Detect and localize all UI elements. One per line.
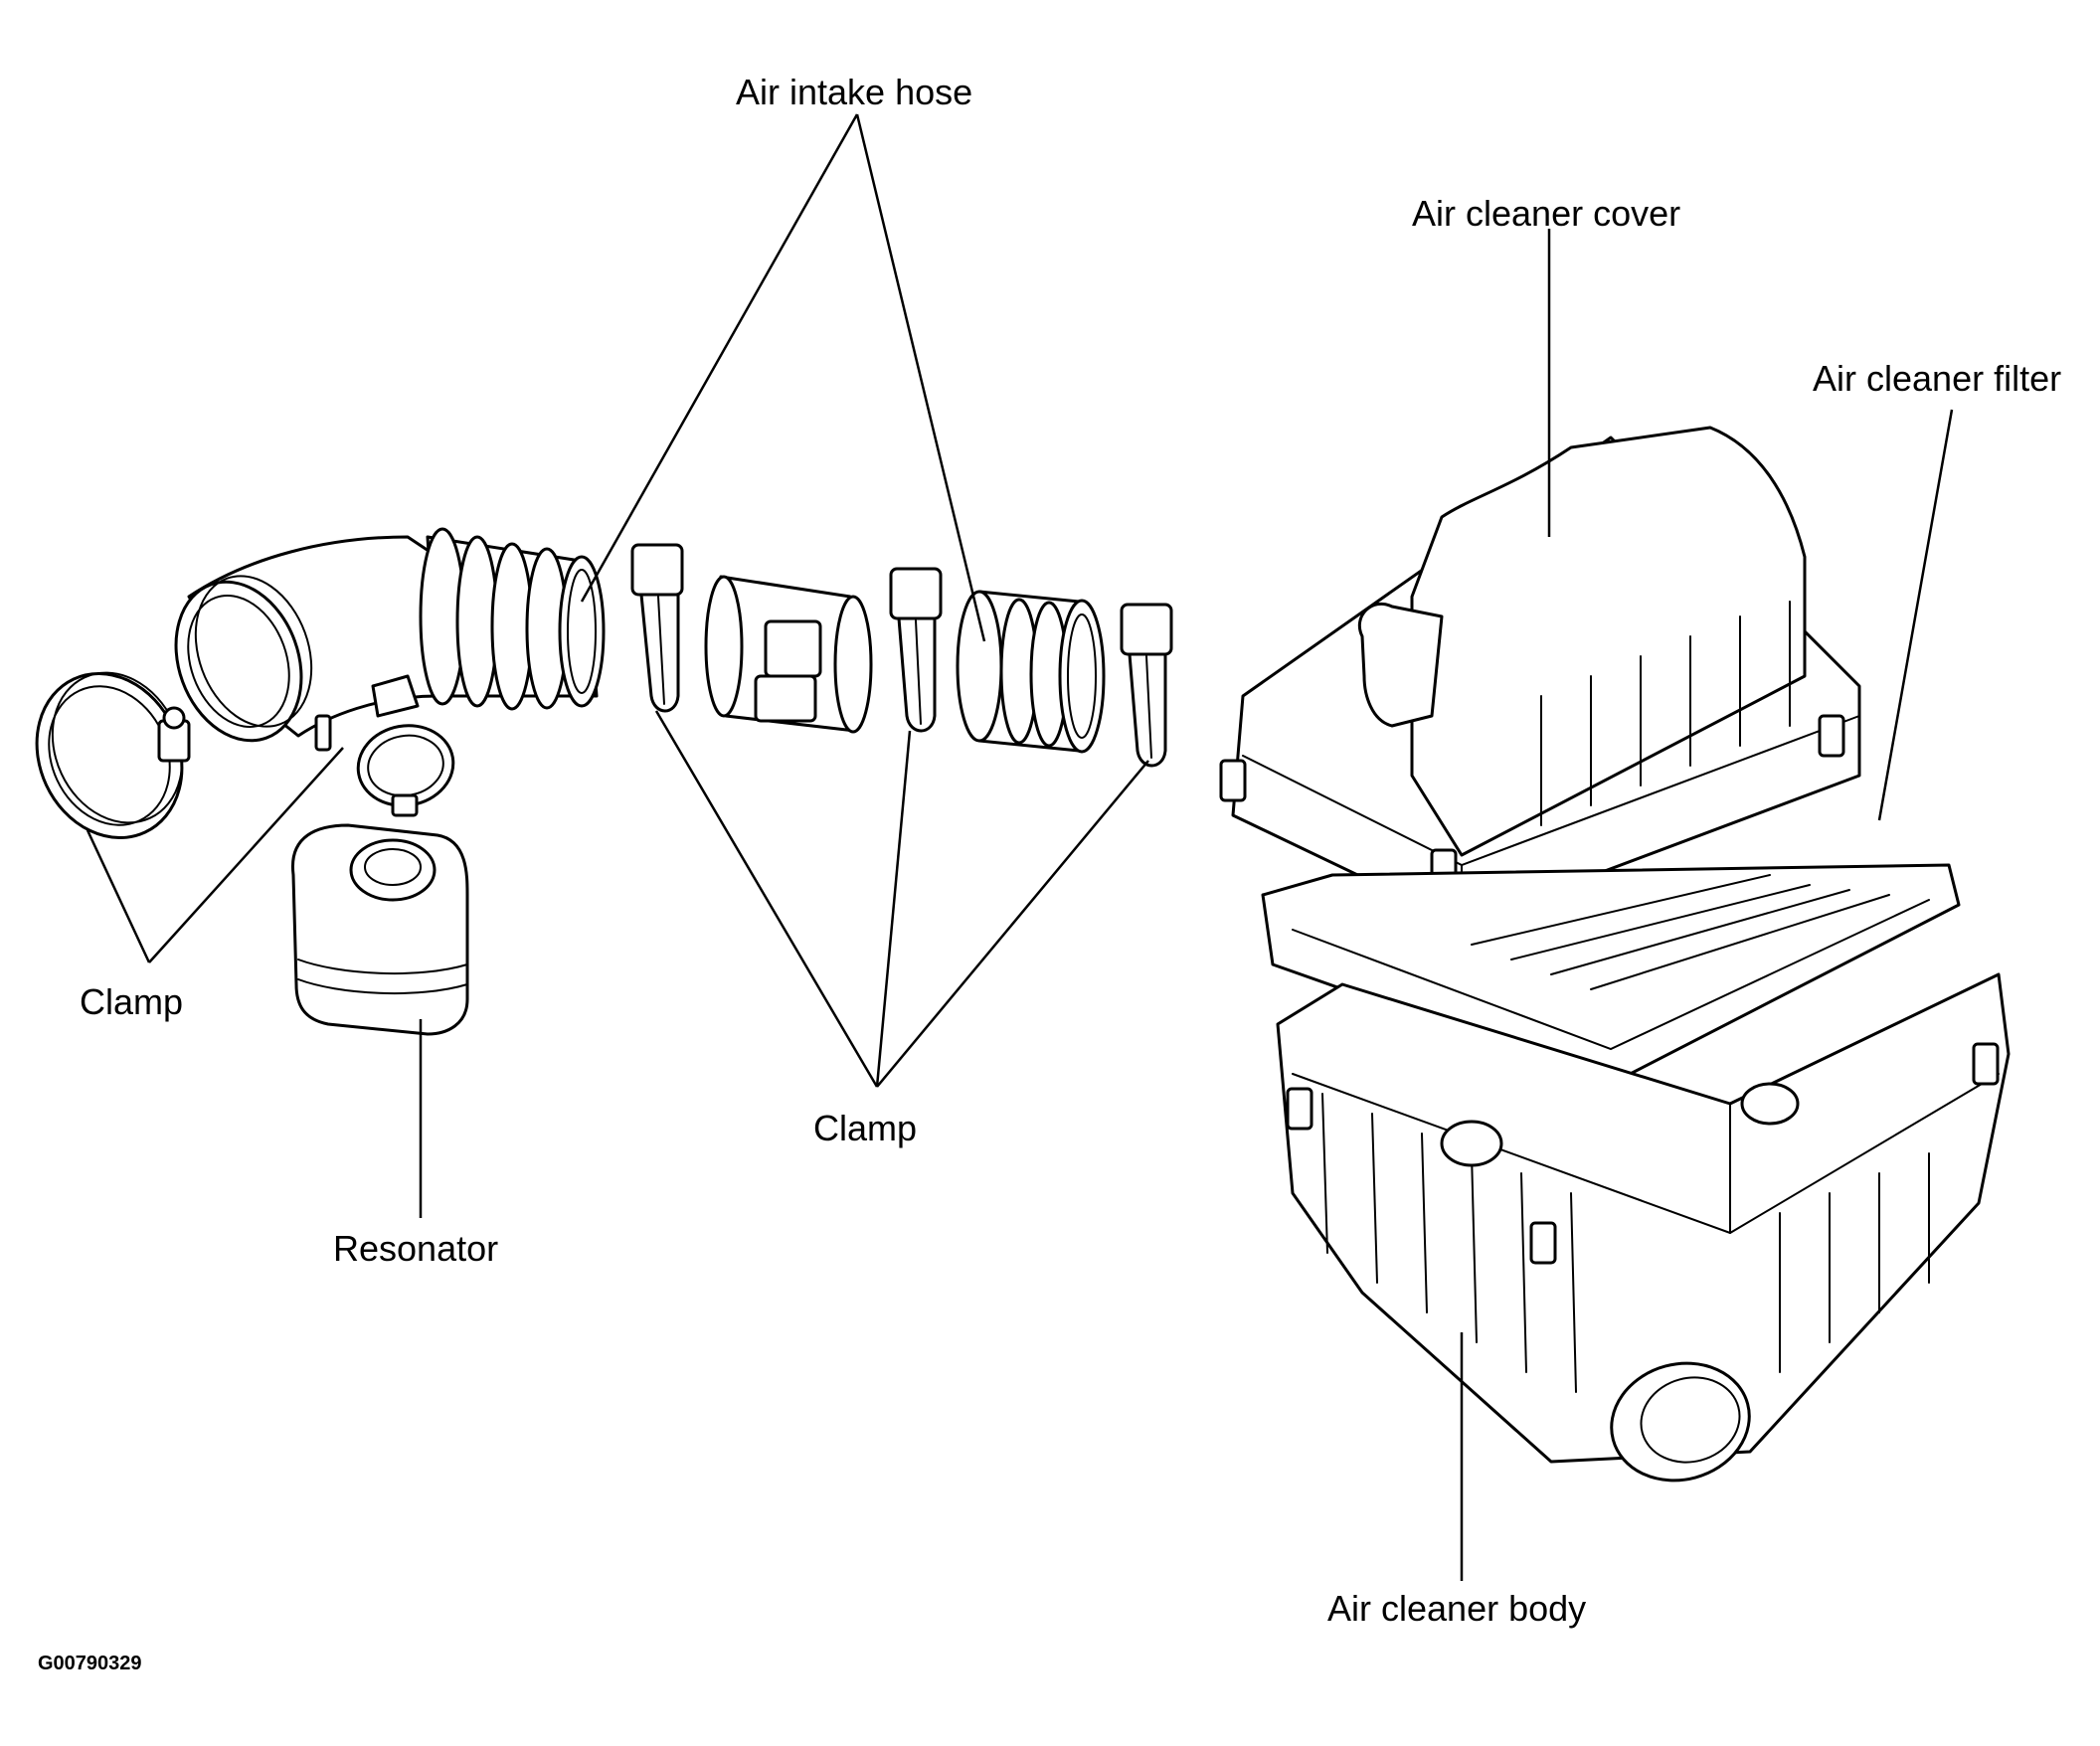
center-clamp-1 <box>630 543 684 713</box>
center-clamp-2 <box>889 567 943 733</box>
leader-lines <box>86 113 1954 1581</box>
resonator-part <box>290 823 469 1036</box>
label-resonator: Resonator <box>333 1228 499 1269</box>
center-clamp-3 <box>1120 603 1173 768</box>
elbow-duct <box>174 535 439 752</box>
air-intake-hose-2 <box>956 590 1106 754</box>
small-ring-clamp <box>356 724 455 817</box>
air-cleaner-cover <box>1219 426 1861 927</box>
air-intake-hose-1 <box>419 527 606 711</box>
label-clamp-center: Clamp <box>813 1108 918 1148</box>
label-clamp-left: Clamp <box>80 981 184 1022</box>
label-air-intake-hose: Air intake hose <box>736 72 973 112</box>
air-cleaner-filter <box>1261 863 1961 1086</box>
airflow-sensor <box>704 575 873 734</box>
figure-code: G00790329 <box>38 1653 142 1674</box>
label-air-cleaner-filter: Air cleaner filter <box>1813 358 2062 399</box>
label-air-cleaner-body: Air cleaner body <box>1327 1588 1587 1629</box>
label-air-cleaner-cover: Air cleaner cover <box>1412 193 1681 234</box>
left-ring-clamp <box>35 671 191 840</box>
